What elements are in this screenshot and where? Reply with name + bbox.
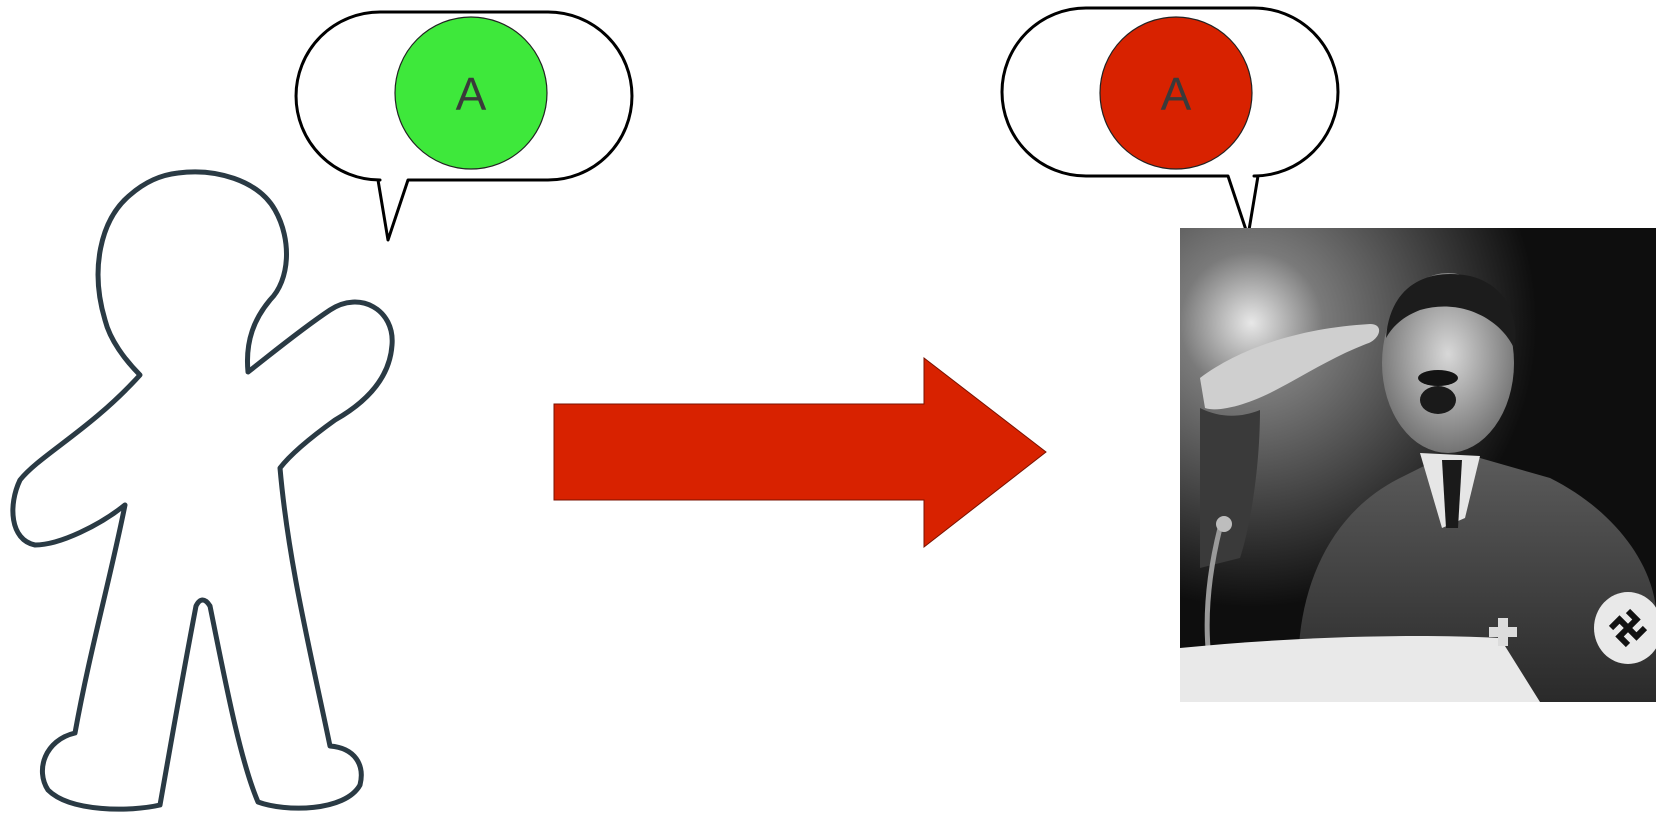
photo-drawing bbox=[1180, 228, 1656, 702]
transformation-arrow bbox=[553, 356, 1047, 549]
right-bubble-label: A bbox=[1161, 68, 1192, 120]
head bbox=[1382, 273, 1514, 453]
armband-emblem-icon bbox=[1608, 608, 1648, 648]
left-status-circle bbox=[394, 16, 548, 170]
tie bbox=[1442, 460, 1462, 528]
podium bbox=[1180, 636, 1540, 702]
raised-hand bbox=[1200, 324, 1380, 410]
right-speech-bubble: A bbox=[1000, 6, 1340, 238]
raised-arm bbox=[1200, 408, 1260, 568]
microphone-stand bbox=[1204, 527, 1223, 649]
microphone-head bbox=[1216, 516, 1232, 532]
person-outline-icon bbox=[10, 169, 395, 812]
mustache bbox=[1418, 370, 1458, 386]
saluting-speaker-photo bbox=[1180, 228, 1656, 702]
person-outline-path bbox=[10, 169, 395, 812]
hair bbox=[1386, 273, 1516, 348]
left-bubble-label: A bbox=[456, 68, 487, 120]
left-speech-bubble: A bbox=[294, 10, 634, 242]
right-status-circle bbox=[1099, 16, 1253, 170]
iron-cross-medal bbox=[1489, 618, 1517, 646]
open-mouth bbox=[1420, 386, 1456, 414]
